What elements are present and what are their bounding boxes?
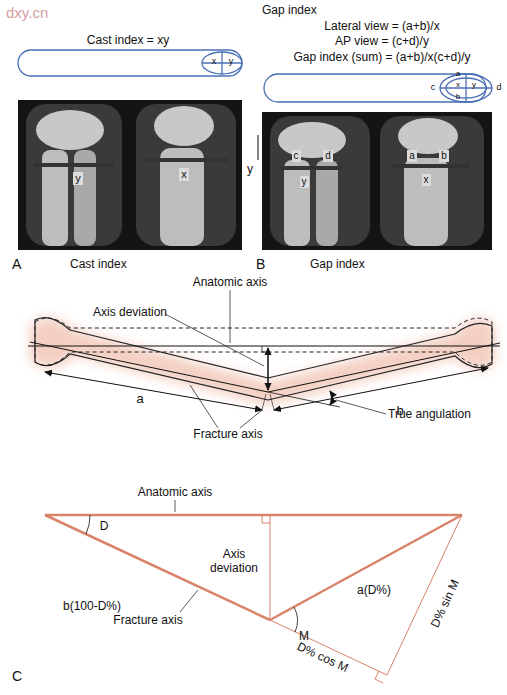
figure-label: D — [100, 520, 109, 534]
gap-schematic — [264, 74, 492, 102]
figure-label: Lateral view = (a+b)/x — [324, 20, 439, 34]
figure-label: a — [136, 392, 143, 407]
triangle-construction — [45, 500, 462, 683]
figure-label: Gap index — [262, 4, 317, 18]
figure-label: Fracture axis — [193, 428, 262, 442]
figure-label: dxy.cn — [6, 4, 48, 21]
figure-label: a(D%) — [357, 584, 391, 598]
figure-label: b — [439, 150, 449, 162]
cast-schematic — [18, 50, 242, 76]
figure-label: x — [456, 80, 460, 89]
figure-label: Axis deviation — [93, 306, 167, 320]
xray-image — [18, 100, 242, 250]
figure-label: D% sin M — [429, 578, 463, 630]
figure-label: d — [323, 150, 333, 162]
figure-label: Anatomic axis — [138, 486, 213, 500]
figure-label: y — [73, 172, 83, 185]
figure-label: Fracture axis — [113, 614, 182, 628]
figure-label: Cast index — [70, 258, 127, 272]
figure-label: d — [496, 82, 501, 92]
figure-label: C — [12, 668, 22, 684]
figure-label: a — [407, 150, 417, 162]
figure-label: x — [422, 174, 431, 186]
figure-label: b — [456, 92, 460, 101]
figure-label: y — [247, 163, 253, 177]
figure-label: c — [431, 82, 436, 92]
figure-label: B — [256, 256, 265, 272]
figure-label: D% cos M — [294, 640, 349, 676]
figure-label: y — [300, 176, 309, 188]
figure-label: a — [456, 69, 460, 78]
figure-label: b(100-D%) — [63, 600, 121, 614]
figure-label: A — [12, 256, 21, 272]
figure-label: Gap index (sum) = (a+b)/x(c+d)/y — [293, 51, 470, 65]
figure-label: y — [472, 80, 476, 89]
figure-label: Axis deviation — [203, 548, 265, 576]
figure-label: Anatomic axis — [193, 276, 268, 290]
figure-label: Cast index = xy — [87, 34, 169, 48]
figure-label: y — [229, 56, 234, 66]
figure-label: c — [292, 150, 301, 162]
bone-illustration — [28, 290, 500, 428]
figure-label: Gap index — [310, 258, 365, 272]
figure-label: AP view = (c+d)/y — [335, 35, 429, 49]
figure-label: x — [179, 168, 189, 181]
figure-label: True angulation — [388, 408, 471, 422]
xray-image — [258, 112, 492, 250]
figure-label: x — [212, 56, 217, 66]
